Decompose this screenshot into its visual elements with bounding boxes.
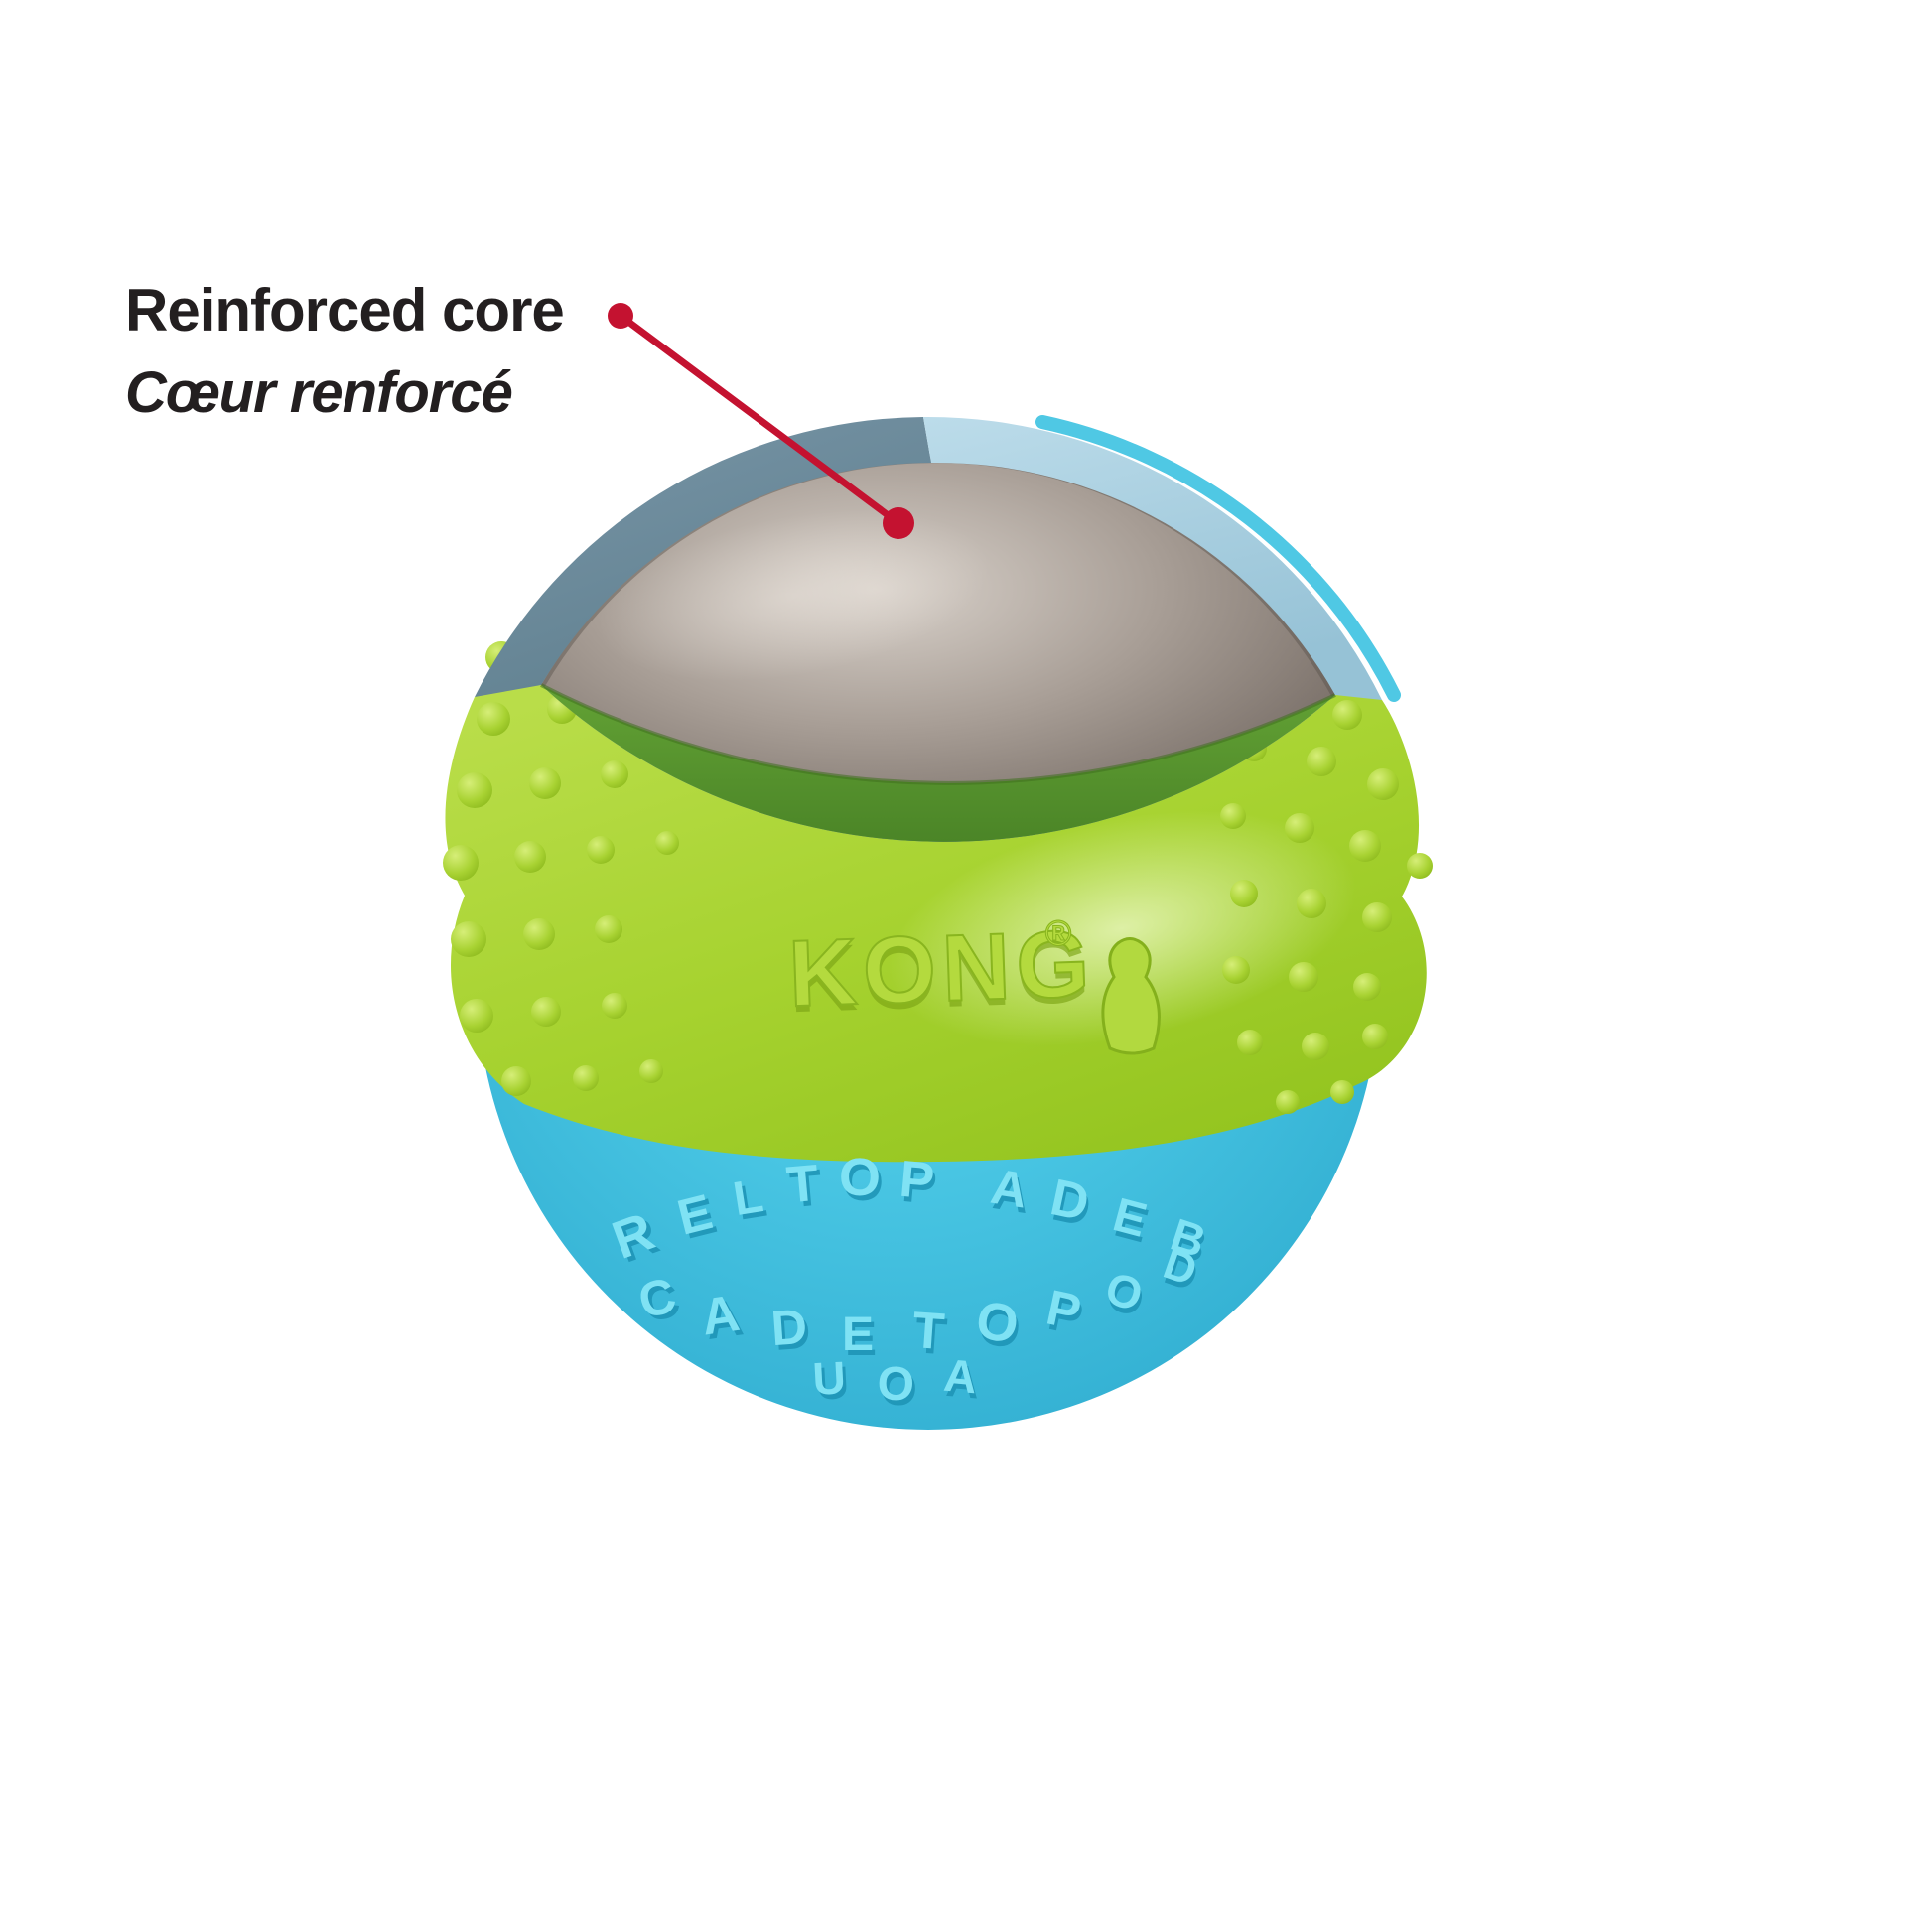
embossed-letter: O xyxy=(842,1153,884,1212)
reinforced-core-label: Reinforced core xyxy=(125,277,565,344)
shell-cut-right xyxy=(923,416,1382,700)
embossed-letter: T xyxy=(913,1307,949,1366)
annotation-dot-end xyxy=(883,507,914,539)
embossed-letter: A xyxy=(990,1164,1034,1224)
gloss-highlight xyxy=(888,810,1356,1046)
embossed-letter: O xyxy=(839,1148,881,1207)
embossed-letter: D xyxy=(772,1304,812,1361)
embossed-letter: A xyxy=(702,1289,747,1351)
cut-rim-inner-edge xyxy=(540,683,1336,785)
annotation-callout xyxy=(608,303,914,539)
embossed-letter: D xyxy=(769,1299,809,1356)
embossed-letter: A xyxy=(987,1159,1031,1219)
embossed-letter: A xyxy=(944,1354,982,1409)
embossed-letter: A xyxy=(942,1349,980,1404)
shell-cut-left xyxy=(475,417,931,697)
embossed-letter: T xyxy=(788,1159,825,1219)
embossed-letter: O xyxy=(975,1296,1025,1360)
kong-logo-text: KONG xyxy=(787,911,1098,1028)
kong-logo: KONG KONG ® xyxy=(786,910,1161,1055)
annotation-dot-start xyxy=(608,303,633,329)
embossed-letter: O xyxy=(877,1358,914,1412)
embossed-letter: T xyxy=(910,1302,946,1361)
embossed-letter: U xyxy=(814,1356,850,1410)
cut-rim-green xyxy=(541,685,1335,842)
kong-toy-icon xyxy=(1101,937,1161,1055)
core-sheen xyxy=(598,509,991,682)
annotation-line xyxy=(617,312,902,527)
embossed-letter: A xyxy=(698,1285,743,1347)
embossed-letter: U xyxy=(811,1351,847,1405)
registered-mark: ® xyxy=(1045,912,1072,953)
embossed-letter: O xyxy=(880,1363,917,1417)
kong-logo-shadow: KONG xyxy=(787,917,1098,1034)
coeur-renforce-label: Cœur renforcé xyxy=(125,360,513,425)
embossed-letter: O xyxy=(973,1291,1023,1355)
embossed-letter: P xyxy=(897,1151,937,1211)
ball-back-edge xyxy=(1035,415,1401,702)
embossed-letter: E xyxy=(845,1313,877,1366)
embossed-letter: E xyxy=(842,1309,874,1361)
embossed-letter: T xyxy=(784,1155,821,1215)
embossed-letter: P xyxy=(899,1156,939,1216)
